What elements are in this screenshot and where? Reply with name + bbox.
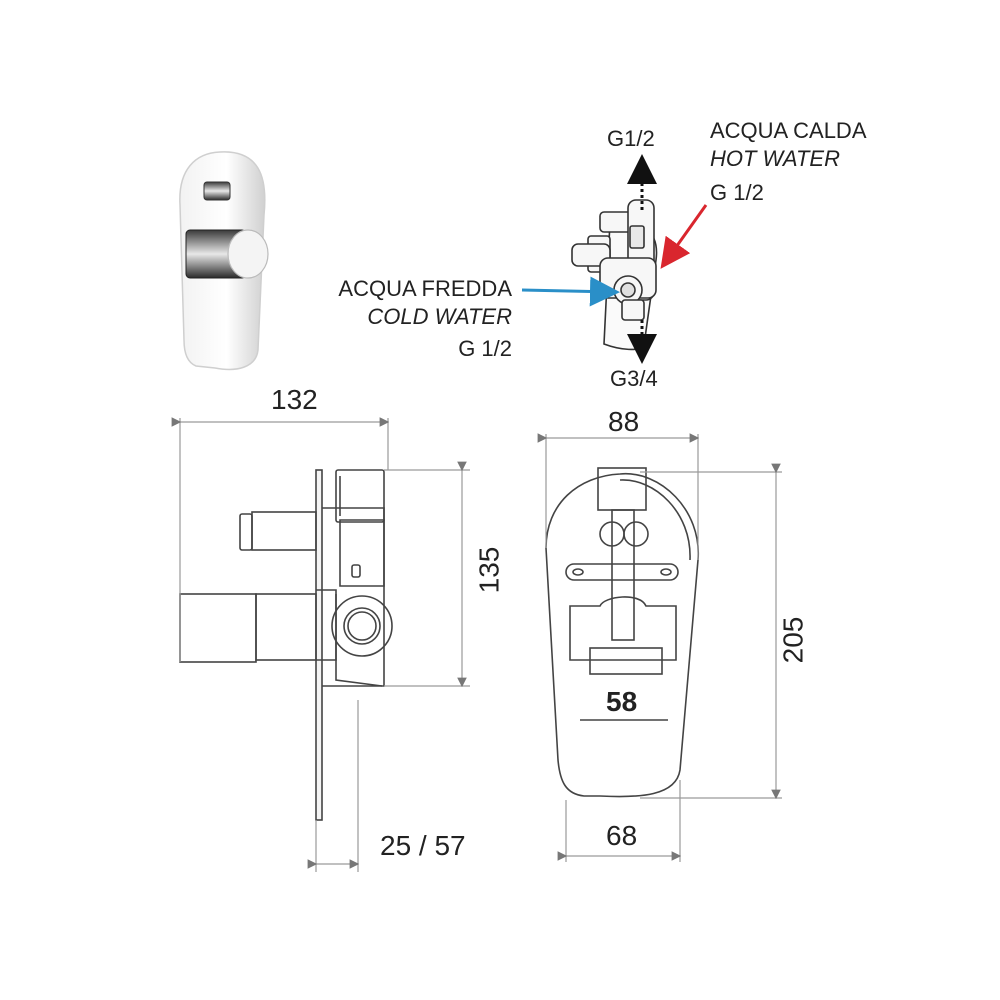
front-view [545,467,699,798]
cold-water-label-en: COLD WATER [367,304,512,329]
top-outlet-label: G1/2 [607,126,655,151]
hot-water-label-en: HOT WATER [710,146,840,171]
cold-water-size: G 1/2 [458,336,512,361]
hot-water-size: G 1/2 [710,180,764,205]
dim-front-width: 88 [608,406,640,437]
dim-side-depth: 25 / 57 [380,830,466,861]
front-dimensions [537,433,782,862]
hot-water-label-it: ACQUA CALDA [710,118,867,143]
bottom-outlet-label: G3/4 [610,366,658,391]
dim-front-inner: 58 [606,686,638,717]
side-dimensions [171,417,470,872]
cold-water-arrow [521,276,620,307]
product-photo [179,151,269,371]
valve-body [571,199,658,351]
dim-front-bottom: 68 [606,820,638,851]
dim-front-height: 205 [777,616,809,664]
dim-side-width: 132 [271,384,318,415]
hot-water-arrow [660,204,708,269]
cold-water-label-it: ACQUA FREDDA [338,276,512,301]
dim-side-height: 135 [473,546,505,594]
side-view [179,469,393,821]
